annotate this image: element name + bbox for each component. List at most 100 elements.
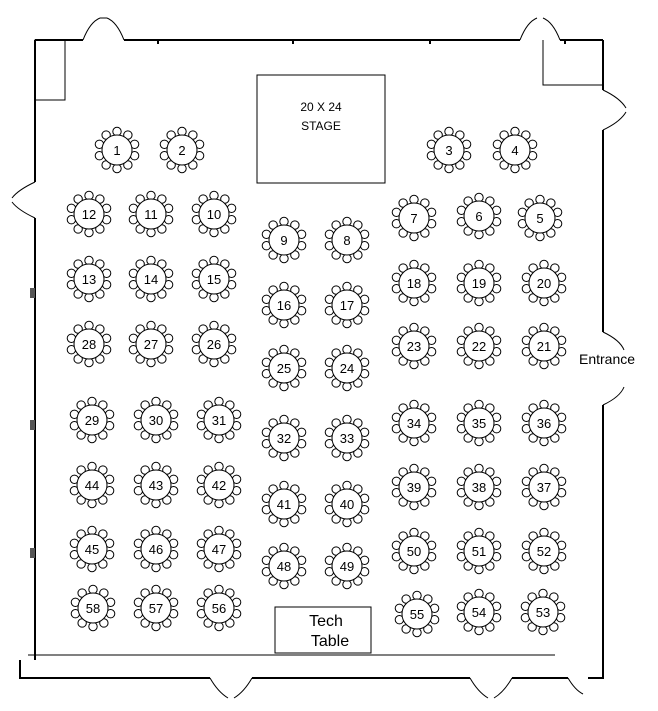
chair	[279, 451, 289, 462]
chair	[214, 433, 224, 444]
chair	[409, 527, 419, 538]
table-number: 31	[212, 413, 226, 428]
chair	[209, 190, 219, 201]
chair	[84, 255, 94, 266]
table-number: 37	[537, 480, 551, 495]
table-number: 20	[537, 276, 551, 291]
table-top	[203, 404, 235, 436]
chair	[409, 564, 419, 575]
table-top	[463, 200, 495, 232]
round-table-32: 32	[261, 414, 307, 462]
table-number: 9	[280, 233, 287, 248]
chair	[412, 590, 422, 601]
chair	[112, 126, 122, 137]
chair	[539, 564, 549, 575]
chair	[177, 126, 187, 137]
chair	[474, 399, 484, 410]
table-top	[203, 592, 235, 624]
table-number: 1	[113, 143, 120, 158]
table-top	[398, 267, 430, 299]
table-top	[140, 404, 172, 436]
chair	[151, 433, 161, 444]
chair	[209, 255, 219, 266]
round-table-24: 24	[324, 344, 370, 392]
chair	[87, 525, 97, 536]
chair	[409, 399, 419, 410]
table-top	[398, 330, 430, 362]
table-top	[331, 289, 363, 321]
round-table-17: 17	[324, 281, 370, 329]
table-number: 4	[511, 143, 518, 158]
round-table-2: 2	[159, 126, 205, 174]
round-table-14: 14	[128, 255, 174, 303]
table-number: 8	[343, 233, 350, 248]
table-top	[463, 267, 495, 299]
round-table-3: 3	[426, 126, 472, 174]
table-number: 22	[472, 339, 486, 354]
table-number: 19	[472, 276, 486, 291]
round-table-58: 58	[70, 584, 116, 632]
table-number: 38	[472, 480, 486, 495]
chair	[88, 584, 98, 595]
chair	[342, 281, 352, 292]
round-table-29: 29	[69, 396, 115, 444]
table-top	[268, 422, 300, 454]
chair	[279, 579, 289, 590]
table-number: 10	[207, 207, 221, 222]
round-table-44: 44	[69, 461, 115, 509]
chair	[342, 381, 352, 392]
chair	[444, 163, 454, 174]
chair	[84, 292, 94, 303]
round-table-20: 20	[521, 259, 567, 307]
table-top	[528, 471, 560, 503]
round-table-4: 4	[492, 126, 538, 174]
chair	[474, 436, 484, 447]
round-table-27: 27	[128, 320, 174, 368]
table-number: 6	[475, 209, 482, 224]
chair	[146, 320, 156, 331]
round-table-15: 15	[191, 255, 237, 303]
table-number: 40	[340, 497, 354, 512]
chair	[409, 296, 419, 307]
table-top	[73, 328, 105, 360]
chair	[279, 381, 289, 392]
table-number: 43	[149, 478, 163, 493]
round-table-19: 19	[456, 259, 502, 307]
round-table-45: 45	[69, 525, 115, 573]
chair	[409, 259, 419, 270]
chair	[279, 281, 289, 292]
table-top	[135, 263, 167, 295]
table-top	[198, 198, 230, 230]
walls	[19, 39, 604, 679]
table-number: 18	[407, 276, 421, 291]
table-top	[268, 488, 300, 520]
chair	[474, 322, 484, 333]
chair	[279, 344, 289, 355]
table-number: 28	[82, 337, 96, 352]
round-table-57: 57	[133, 584, 179, 632]
round-table-34: 34	[391, 399, 437, 447]
chair	[342, 344, 352, 355]
table-number: 25	[277, 361, 291, 376]
chair	[87, 562, 97, 573]
round-table-47: 47	[196, 525, 242, 573]
table-top	[140, 469, 172, 501]
table-number: 23	[407, 339, 421, 354]
table-top	[140, 592, 172, 624]
table-top	[203, 533, 235, 565]
chair	[214, 498, 224, 509]
round-table-38: 38	[456, 463, 502, 511]
chair	[151, 461, 161, 472]
chair	[409, 436, 419, 447]
table-top	[73, 198, 105, 230]
chair	[146, 227, 156, 238]
table-number: 39	[407, 480, 421, 495]
round-table-6: 6	[456, 192, 502, 240]
chair	[151, 621, 161, 632]
chair	[151, 584, 161, 595]
table-number: 30	[149, 413, 163, 428]
entrance-label: Entrance	[579, 351, 635, 367]
table-top	[398, 202, 430, 234]
table-number: 45	[85, 542, 99, 557]
